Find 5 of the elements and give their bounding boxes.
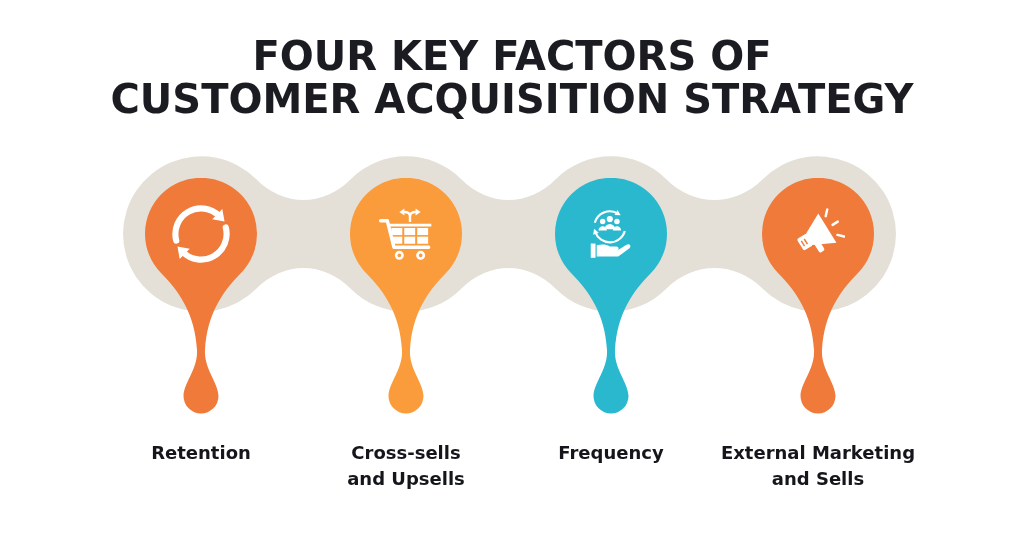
factor-label: Cross-sells and Upsells (346, 441, 466, 491)
title: FOUR KEY FACTORS OF CUSTOMER ACQUISITION STRATEGY (109, 35, 915, 121)
factor-label: External Marketing and Sells (719, 441, 917, 491)
factor-label: Frequency (557, 441, 665, 465)
factor-label: Retention (150, 441, 252, 465)
